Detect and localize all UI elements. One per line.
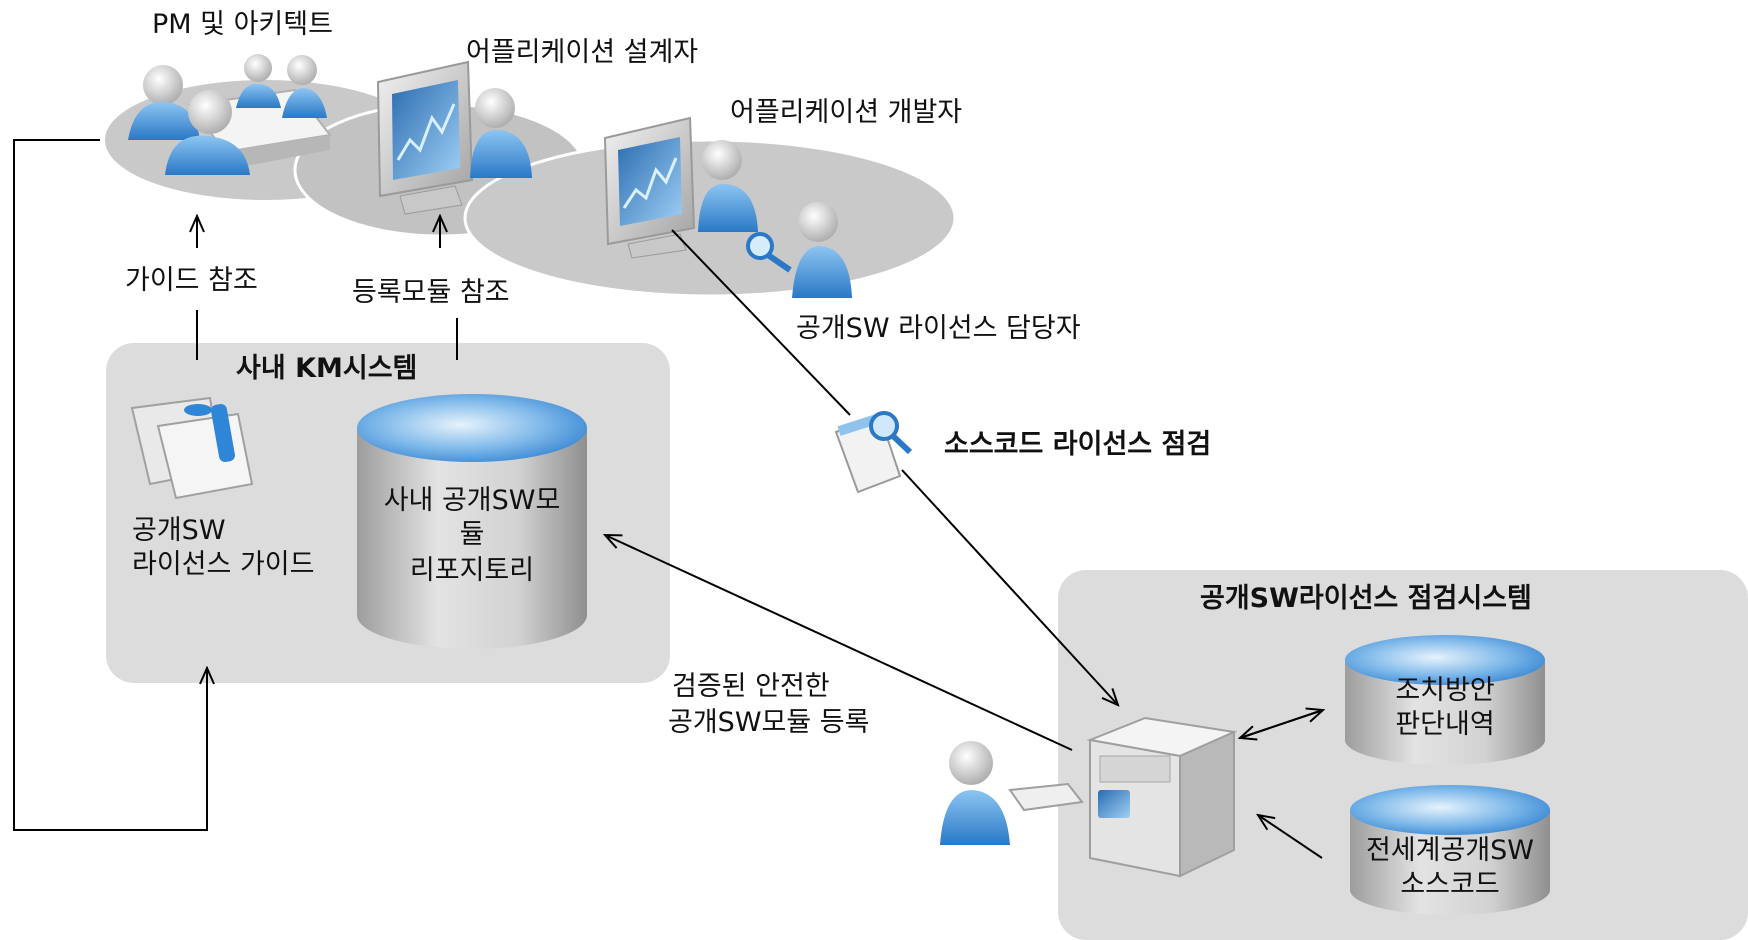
designer-computer-icon [376, 60, 532, 215]
meeting-icon [128, 54, 332, 175]
source-check-label: 소스코드 라이선스 점검 [944, 429, 1212, 460]
km-system-title: 사내 KM시스템 [236, 353, 418, 384]
source-to-server-arrow [1258, 815, 1323, 859]
source-check-icon [834, 411, 913, 494]
register-label-line2: 공개SW모듈 등록 [668, 707, 870, 738]
license-manager-icon [746, 202, 852, 298]
repository-label-line3: 리포지토리 [409, 555, 535, 586]
dev-to-check-line [671, 229, 851, 416]
check-to-server-arrow [901, 469, 1118, 705]
app-developer-label: 어플리케이션 개발자 [730, 97, 963, 128]
server-icon [1086, 716, 1238, 878]
check-system-title: 공개SW라이선스 점검시스템 [1200, 583, 1532, 614]
source-db-line2: 소스코드 [1400, 869, 1500, 900]
module-ref-label: 등록모듈 참조 [352, 277, 510, 308]
source-db-line1: 전세계공개SW [1365, 835, 1535, 866]
action-db-icon [1345, 635, 1545, 765]
license-manager-label: 공개SW 라이선스 담당자 [796, 313, 1081, 344]
register-arrow [605, 535, 1073, 751]
register-label-line1: 검증된 안전한 [672, 671, 830, 702]
guide-label-line1: 공개SW [132, 515, 226, 546]
feedback-loop-line [13, 139, 207, 831]
source-db-icon [1350, 785, 1550, 915]
guide-ref-label: 가이드 참조 [125, 265, 258, 296]
operator-icon [940, 741, 1084, 845]
repository-label-line1: 사내 공개SW모 [383, 485, 561, 516]
app-designer-label: 어플리케이션 설계자 [466, 37, 699, 68]
guide-folder-icon [130, 396, 254, 500]
developer-computer-icon [603, 116, 758, 259]
pm-architect-label: PM 및 아키텍트 [152, 9, 333, 40]
server-action-arrow-b [1240, 709, 1324, 738]
repository-label-line2: 듈 [459, 519, 485, 550]
action-db-line2: 판단내역 [1395, 709, 1495, 740]
action-db-line1: 조치방안 [1395, 675, 1495, 706]
repository-db-icon [357, 394, 587, 649]
guide-label-line2: 라이선스 가이드 [132, 549, 315, 580]
